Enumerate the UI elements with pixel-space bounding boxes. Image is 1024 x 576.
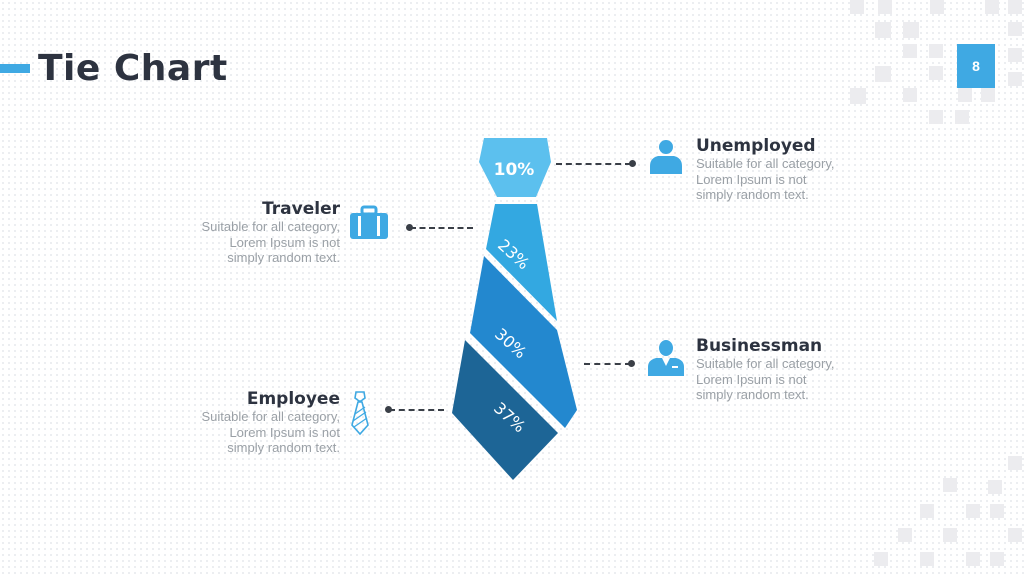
- tie-segment-4: [452, 340, 558, 480]
- person-icon: [650, 140, 682, 174]
- tie-segment-2: [486, 204, 557, 321]
- label-unemployed-text: Suitable for all category, Lorem Ipsum i…: [696, 156, 835, 202]
- tie-segment-3: [470, 256, 577, 428]
- tie-label-1: 10%: [494, 160, 535, 180]
- page-number-badge: 8: [957, 44, 995, 88]
- connector-dot-employee: [385, 406, 392, 413]
- connector-dot-unemployed: [629, 160, 636, 167]
- label-traveler: Traveler Suitable for all category, Lore…: [200, 199, 341, 266]
- connector-employee: [389, 409, 444, 411]
- businessman-icon: [648, 340, 684, 376]
- label-traveler-text: Suitable for all category, Lorem Ipsum i…: [201, 219, 341, 265]
- label-unemployed-title: Unemployed: [696, 136, 816, 156]
- connector-traveler: [410, 227, 473, 229]
- tie-segment-1: [479, 138, 551, 197]
- connector-unemployed: [556, 163, 631, 165]
- briefcase-icon: [350, 205, 388, 239]
- connector-dot-traveler: [406, 224, 413, 231]
- label-businessman: Businessman Suitable for all category, L…: [696, 336, 836, 403]
- label-unemployed: Unemployed Suitable for all category, Lo…: [696, 136, 836, 203]
- slide-title: Tie Chart: [38, 48, 228, 89]
- title-accent-bar: [0, 64, 30, 73]
- label-traveler-title: Traveler: [262, 199, 340, 219]
- necktie-icon: [351, 391, 369, 436]
- label-employee-title: Employee: [246, 389, 340, 409]
- connector-businessman: [584, 363, 631, 365]
- label-employee-text: Suitable for all category, Lorem Ipsum i…: [201, 409, 341, 455]
- label-businessman-text: Suitable for all category, Lorem Ipsum i…: [696, 356, 835, 402]
- connector-dot-businessman: [628, 360, 635, 367]
- label-businessman-title: Businessman: [696, 336, 823, 356]
- label-employee: Employee Suitable for all category, Lore…: [200, 389, 341, 456]
